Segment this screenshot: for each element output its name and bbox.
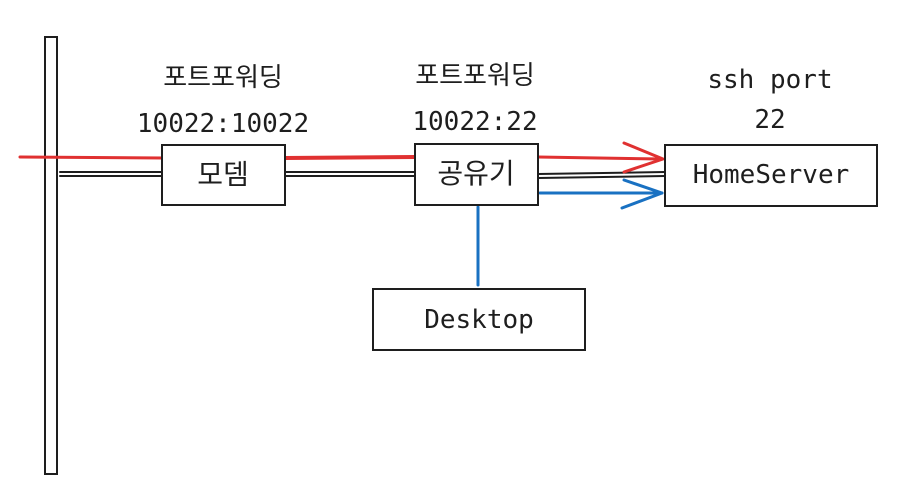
black-wires bbox=[59, 171, 666, 179]
desktop-label: Desktop bbox=[424, 305, 534, 335]
modem-label: 모뎀 bbox=[197, 158, 249, 191]
red-arrowhead bbox=[622, 141, 665, 174]
router-node: 공유기 bbox=[414, 143, 539, 206]
homeserver-node: HomeServer bbox=[664, 144, 878, 207]
router-forward-ports: 10022:22 bbox=[412, 107, 537, 137]
blue-arrowhead bbox=[620, 178, 664, 210]
modem-node: 모뎀 bbox=[161, 144, 286, 206]
internet-backbone bbox=[44, 36, 58, 475]
lan-ssh-path bbox=[476, 178, 664, 287]
ssh-port-title: ssh port bbox=[707, 65, 832, 95]
ssh-port-value: 22 bbox=[754, 105, 785, 135]
internet-ssh-path bbox=[18, 141, 665, 174]
modem-forward-ports: 10022:10022 bbox=[137, 109, 309, 139]
router-forward-title: 포트포워딩 bbox=[415, 61, 535, 91]
homeserver-label: HomeServer bbox=[693, 160, 850, 190]
modem-forward-title: 포트포워딩 bbox=[163, 63, 283, 93]
router-label: 공유기 bbox=[437, 157, 514, 190]
desktop-node: Desktop bbox=[372, 288, 586, 351]
